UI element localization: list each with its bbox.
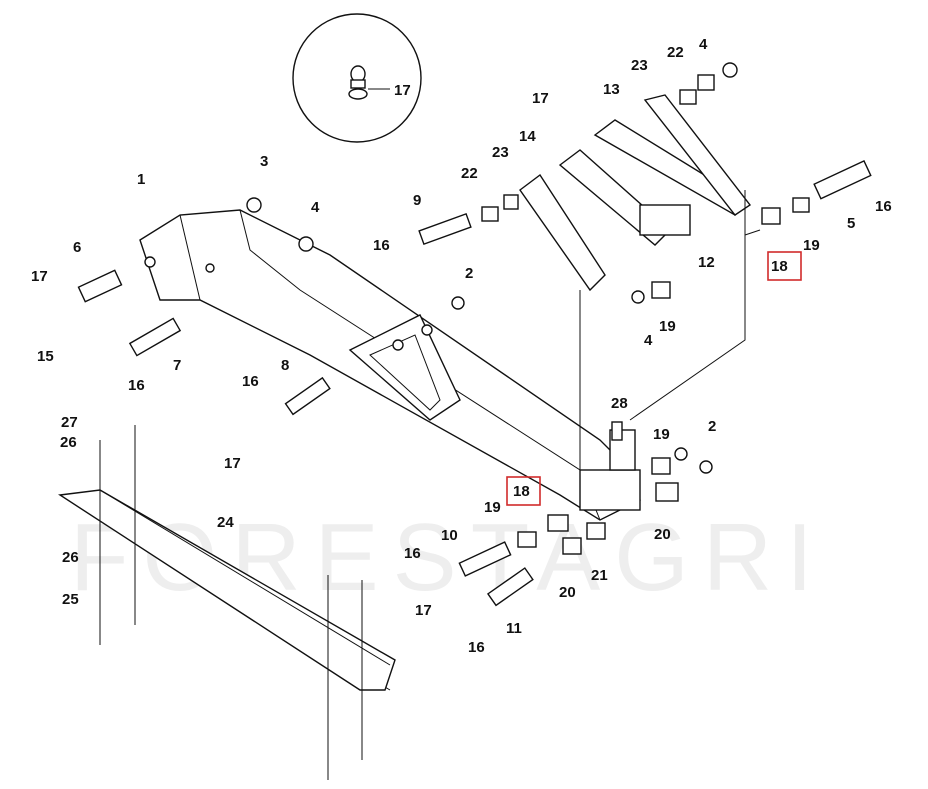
- callout: 4: [311, 199, 320, 216]
- callout: 16: [468, 639, 485, 656]
- callout: 11: [506, 620, 522, 637]
- callout: 16: [128, 377, 145, 394]
- callout: 19: [484, 499, 501, 516]
- pins: [77, 62, 872, 607]
- callout: 12: [698, 254, 715, 271]
- callout: 25: [62, 591, 79, 608]
- callout: 19: [653, 426, 670, 443]
- callout: 8: [281, 357, 289, 374]
- inset-detail: [292, 13, 422, 143]
- callout-labels: 17 3 1 4 6 17 15 7 16 22 23 14 17 13 23 …: [31, 36, 892, 656]
- callout: 20: [654, 526, 671, 543]
- callout: 19: [659, 318, 676, 335]
- callout: 26: [62, 549, 79, 566]
- callout: 17: [394, 82, 411, 99]
- callout: 28: [611, 395, 628, 412]
- callout: 27: [61, 414, 78, 431]
- callout: 1: [137, 171, 145, 188]
- callout: 13: [603, 81, 620, 98]
- callout: 23: [631, 57, 648, 74]
- cutting-edge: [58, 425, 396, 780]
- highlight-box: [506, 476, 541, 506]
- callout: 19: [803, 237, 820, 254]
- callout-highlighted: 18: [513, 483, 530, 500]
- highlight-box: [767, 251, 802, 281]
- callout: 16: [875, 198, 892, 215]
- callout: 16: [373, 237, 390, 254]
- callout: 3: [260, 153, 268, 170]
- callout: 6: [73, 239, 81, 256]
- callout: 17: [31, 268, 48, 285]
- callout: 16: [242, 373, 259, 390]
- callout: 4: [644, 332, 653, 349]
- boom: [139, 209, 641, 521]
- callout: 21: [591, 567, 608, 584]
- callout: 2: [708, 418, 716, 435]
- callout: 15: [37, 348, 54, 365]
- callout-highlighted: 18: [771, 258, 788, 275]
- callout: 22: [667, 44, 684, 61]
- callout: 5: [847, 215, 855, 232]
- callout: 10: [441, 527, 458, 544]
- callout: 4: [699, 36, 708, 53]
- callout: 17: [224, 455, 241, 472]
- callout: 17: [415, 602, 432, 619]
- callout: 24: [217, 514, 234, 531]
- callout: 26: [60, 434, 77, 451]
- callout: 20: [559, 584, 576, 601]
- links: [519, 94, 752, 292]
- callout: 14: [519, 128, 536, 145]
- callout: 23: [492, 144, 509, 161]
- callout: 16: [404, 545, 421, 562]
- callout: 7: [173, 357, 181, 374]
- callout: 22: [461, 165, 478, 182]
- callout: 17: [532, 90, 549, 107]
- callout: 9: [413, 192, 421, 209]
- callout: 2: [465, 265, 473, 282]
